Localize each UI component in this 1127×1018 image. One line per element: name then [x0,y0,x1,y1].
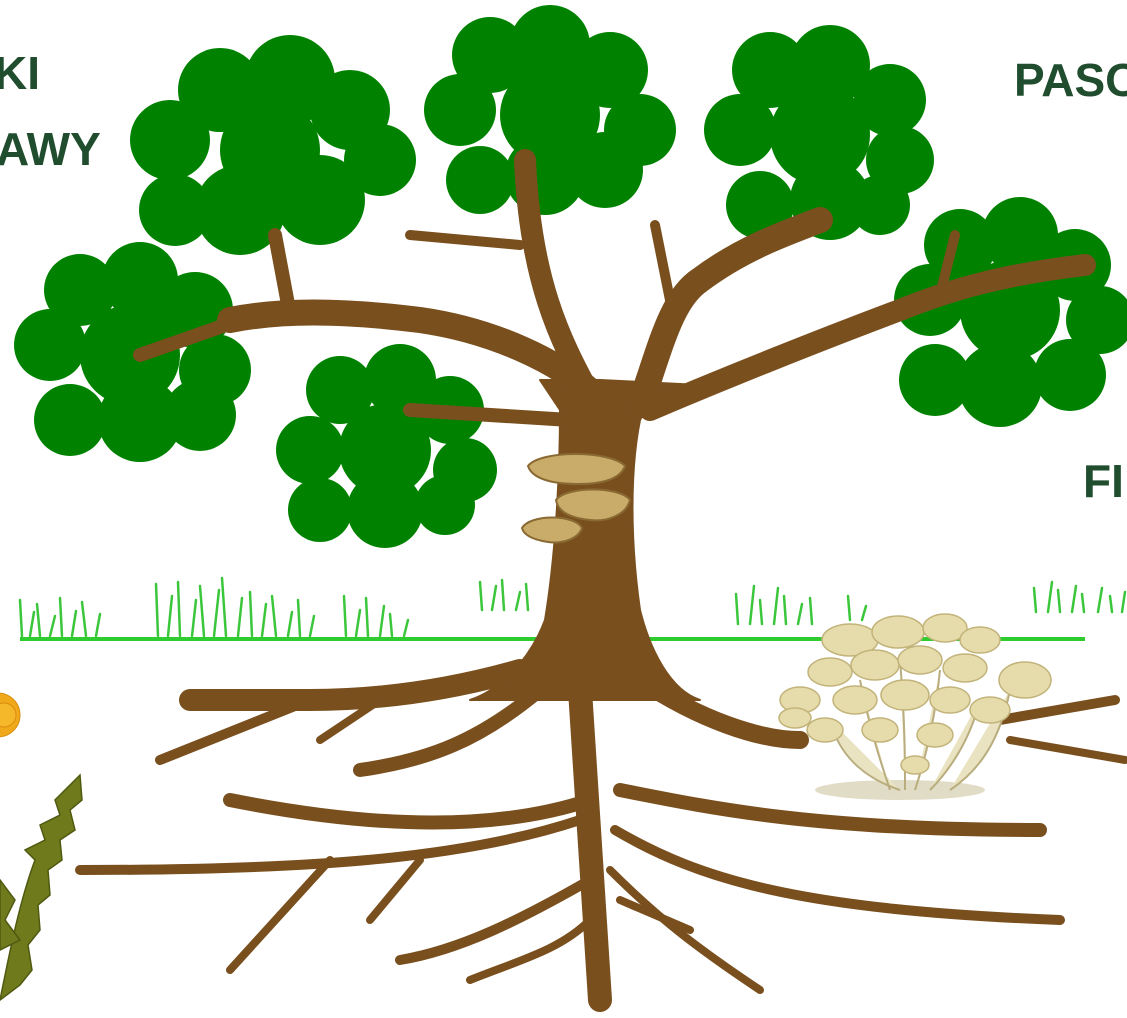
foliage-cluster-top-left [130,35,416,255]
mushroom-cluster [779,614,1051,800]
foliage-cluster-right [894,197,1127,427]
foliage-cluster-top-center [424,5,676,215]
tree-trunk-and-roots [80,160,1125,1000]
dandelion [0,693,82,1000]
tree-trunk [470,380,700,700]
foliage-cluster-center-left [276,344,497,548]
dandelion-flower [0,693,20,737]
label-middle-right: FI [1083,458,1124,504]
foliage-cluster-left [14,242,251,462]
label-top-left-line1: KI [0,50,40,96]
dandelion-leaf [0,775,82,1000]
tree-roots [80,670,1125,1000]
label-top-right: PASO [1014,57,1127,103]
label-top-left-line2: AWY [0,126,101,172]
